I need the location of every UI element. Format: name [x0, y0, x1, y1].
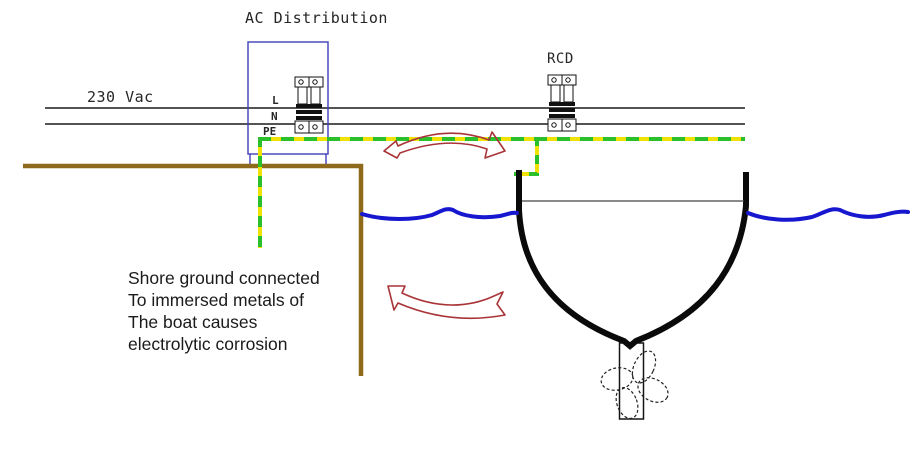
- breaker-bar: [296, 116, 322, 120]
- water-line-right: [746, 207, 910, 222]
- propeller-blade: [615, 386, 639, 420]
- breaker-bar: [549, 114, 575, 118]
- breaker-bar: [296, 110, 322, 114]
- ac-distribution-label: AC Distribution: [245, 9, 388, 27]
- note-line: To immersed metals of: [128, 290, 304, 310]
- rcd-breaker-symbol: [547, 74, 577, 132]
- voltage-label: 230 Vac: [87, 88, 154, 106]
- breaker-screw-icon: [551, 77, 557, 83]
- propeller-blade: [600, 367, 634, 391]
- terminal-pe-label: PE: [263, 125, 276, 138]
- note-line: Shore ground connected: [128, 268, 320, 288]
- water-line-left: [360, 207, 519, 221]
- current-arrow-bottom: [387, 285, 506, 320]
- propeller: [600, 342, 669, 420]
- breaker-screw-icon: [312, 124, 318, 130]
- boat-hull: [516, 170, 749, 350]
- breaker-bar: [296, 104, 322, 108]
- breaker-screw-icon: [312, 79, 318, 85]
- shore-dock-line: [23, 163, 364, 376]
- corrosion-note: Shore ground connected To immersed metal…: [128, 268, 320, 354]
- breaker-screw-icon: [565, 77, 571, 83]
- breaker-bar: [549, 102, 575, 106]
- breaker-screw-icon: [298, 124, 304, 130]
- breaker-pole: [563, 84, 574, 103]
- breaker-screw-icon: [298, 79, 304, 85]
- breaker-pole: [310, 86, 321, 105]
- pe-wire-boat-drop-yellow: [514, 141, 539, 176]
- breaker-bar: [549, 108, 575, 112]
- ac-distribution-box: [247, 41, 329, 155]
- terminal-l-label: L: [272, 94, 279, 107]
- current-arrow-top: [383, 131, 506, 159]
- rcd-label: RCD: [547, 51, 574, 67]
- terminal-n-label: N: [271, 110, 278, 123]
- breaker-screw-icon: [565, 122, 571, 128]
- ac-breaker-symbol: [294, 76, 324, 134]
- breaker-screw-icon: [551, 122, 557, 128]
- breaker-pole: [297, 86, 308, 105]
- propeller-blade: [637, 377, 669, 403]
- note-line: electrolytic corrosion: [128, 334, 288, 354]
- note-line: The boat causes: [128, 312, 258, 332]
- propeller-blade: [631, 350, 657, 384]
- pe-wire-boat-drop-green-dash: [514, 141, 539, 176]
- breaker-pole: [550, 84, 561, 103]
